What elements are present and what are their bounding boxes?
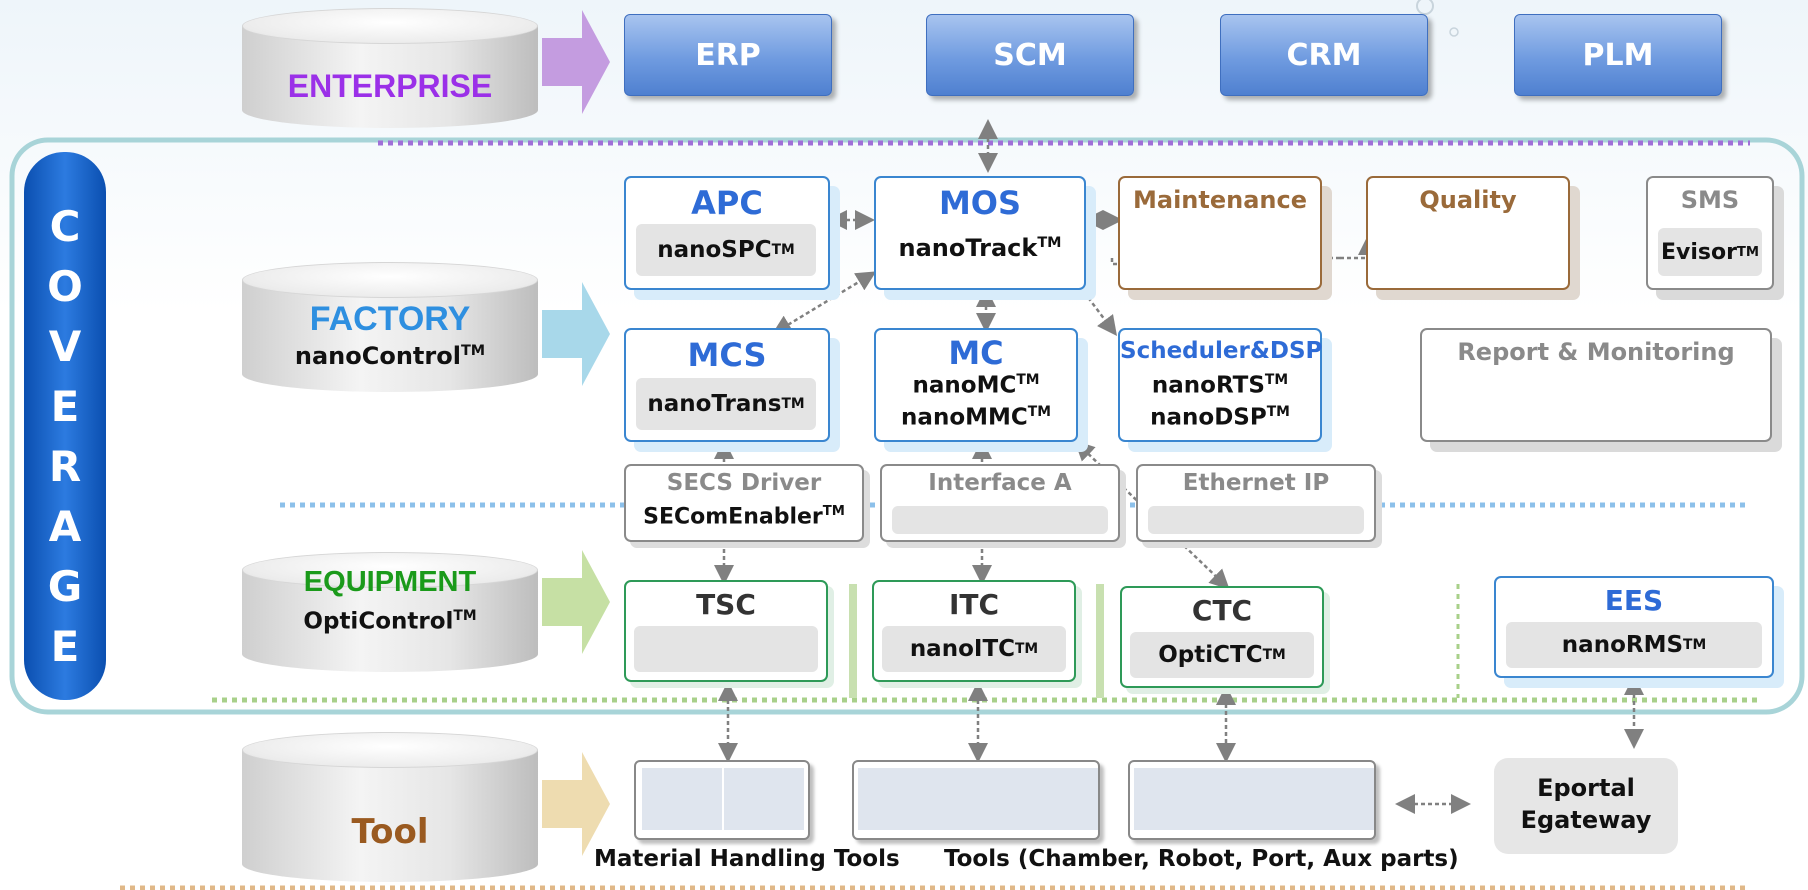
factory-cylinder: FACTORY nanoControlTM	[242, 262, 538, 392]
tool-cylinder: Tool	[242, 732, 538, 882]
enterprise-label: ENTERPRISE	[287, 68, 493, 104]
mc-title: MC	[948, 334, 1004, 372]
mos-title: MOS	[938, 184, 1022, 222]
eportal-egateway-box[interactable]: Eportal Egateway	[1494, 758, 1678, 854]
factory-label: FACTORY	[309, 300, 471, 338]
report-monitoring-box[interactable]: Report & Monitoring	[1420, 328, 1772, 442]
maintenance-box[interactable]: Maintenance	[1118, 176, 1322, 290]
equipment-label: EQUIPMENT	[303, 566, 477, 598]
coverage-letter: G	[47, 562, 83, 611]
report-monitoring-title: Report & Monitoring	[1457, 338, 1735, 366]
scheduler-title: Scheduler&DSP	[1120, 338, 1323, 364]
tools-caption: Tools (Chamber, Robot, Port, Aux parts)	[944, 846, 1459, 872]
secs-driver-title: SECS Driver	[666, 470, 822, 496]
erp-button[interactable]: ERP	[624, 14, 832, 96]
quality-title: Quality	[1419, 186, 1517, 214]
tools-images-1	[852, 760, 1100, 840]
tsc-slot	[634, 626, 818, 672]
secs-driver-product: SEComEnablerTM	[643, 504, 845, 530]
coverage-letter: O	[47, 262, 83, 311]
crm-button[interactable]: CRM	[1220, 14, 1428, 96]
maintenance-title: Maintenance	[1132, 186, 1307, 214]
sms-title: SMS	[1680, 186, 1740, 214]
mos-product: nanoTrackTM	[898, 234, 1062, 262]
equipment-arrow	[542, 550, 610, 654]
scheduler-box[interactable]: Scheduler&DSP nanoRTSTM nanoDSPTM	[1118, 328, 1322, 442]
material-handling-tools-caption: Material Handling Tools	[594, 846, 900, 872]
interface-a-slot	[892, 506, 1108, 534]
tool-image	[1018, 768, 1098, 830]
itc-title: ITC	[948, 588, 1000, 621]
ctc-title: CTC	[1191, 594, 1253, 627]
mos-box[interactable]: MOS nanoTrackTM	[874, 176, 1086, 290]
equipment-cylinder: EQUIPMENT OptiControlTM	[242, 552, 538, 672]
plm-button[interactable]: PLM	[1514, 14, 1722, 96]
tool-image	[724, 768, 804, 830]
coverage-bar: C O V E R A G E	[24, 152, 106, 700]
coverage-letter: E	[50, 382, 80, 431]
coverage-letter: C	[49, 202, 81, 251]
tool-image	[1134, 768, 1214, 830]
tools-images-2	[1128, 760, 1376, 840]
tool-image	[858, 768, 938, 830]
mcs-title: MCS	[687, 336, 767, 374]
factory-arrow	[542, 282, 610, 386]
tsc-title: TSC	[696, 588, 756, 621]
tool-image	[1294, 768, 1374, 830]
egateway-label: Egateway	[1520, 806, 1652, 834]
robot-image	[938, 768, 1018, 830]
coverage-letter: R	[48, 442, 82, 491]
scm-button[interactable]: SCM	[926, 14, 1134, 96]
robot-image	[642, 768, 722, 830]
interface-a-box[interactable]: Interface A	[880, 464, 1120, 542]
coverage-letter: A	[48, 502, 82, 551]
coverage-letter: V	[48, 322, 82, 371]
robot-image	[1214, 768, 1294, 830]
coverage-letter: E	[50, 622, 80, 671]
quality-box[interactable]: Quality	[1366, 176, 1570, 290]
material-handling-tools-images	[634, 760, 810, 840]
tool-arrow	[542, 752, 610, 856]
interface-a-title: Interface A	[928, 470, 1072, 496]
enterprise-arrow	[542, 10, 610, 114]
ethernet-ip-box[interactable]: Ethernet IP	[1136, 464, 1376, 542]
scheduler-product-1: nanoRTSTM	[1151, 372, 1289, 399]
apc-title: APC	[691, 184, 763, 222]
tsc-box[interactable]: TSC	[624, 580, 828, 682]
scheduler-product-2: nanoDSPTM	[1150, 404, 1290, 431]
ethernet-ip-title: Ethernet IP	[1182, 470, 1330, 496]
ees-title: EES	[1604, 584, 1664, 617]
mc-box[interactable]: MC nanoMCTM nanoMMCTM	[874, 328, 1078, 442]
mc-product-2: nanoMMCTM	[901, 404, 1051, 431]
enterprise-cylinder: ENTERPRISE	[242, 8, 538, 128]
secs-driver-box[interactable]: SECS Driver SEComEnablerTM	[624, 464, 864, 542]
tool-label: Tool	[351, 812, 429, 852]
eportal-label: Eportal	[1537, 774, 1635, 802]
mc-product-1: nanoMCTM	[912, 372, 1040, 399]
ethernet-ip-slot	[1148, 506, 1364, 534]
equipment-product: OptiControlTM	[303, 608, 477, 635]
factory-product: nanoControlTM	[294, 342, 486, 370]
